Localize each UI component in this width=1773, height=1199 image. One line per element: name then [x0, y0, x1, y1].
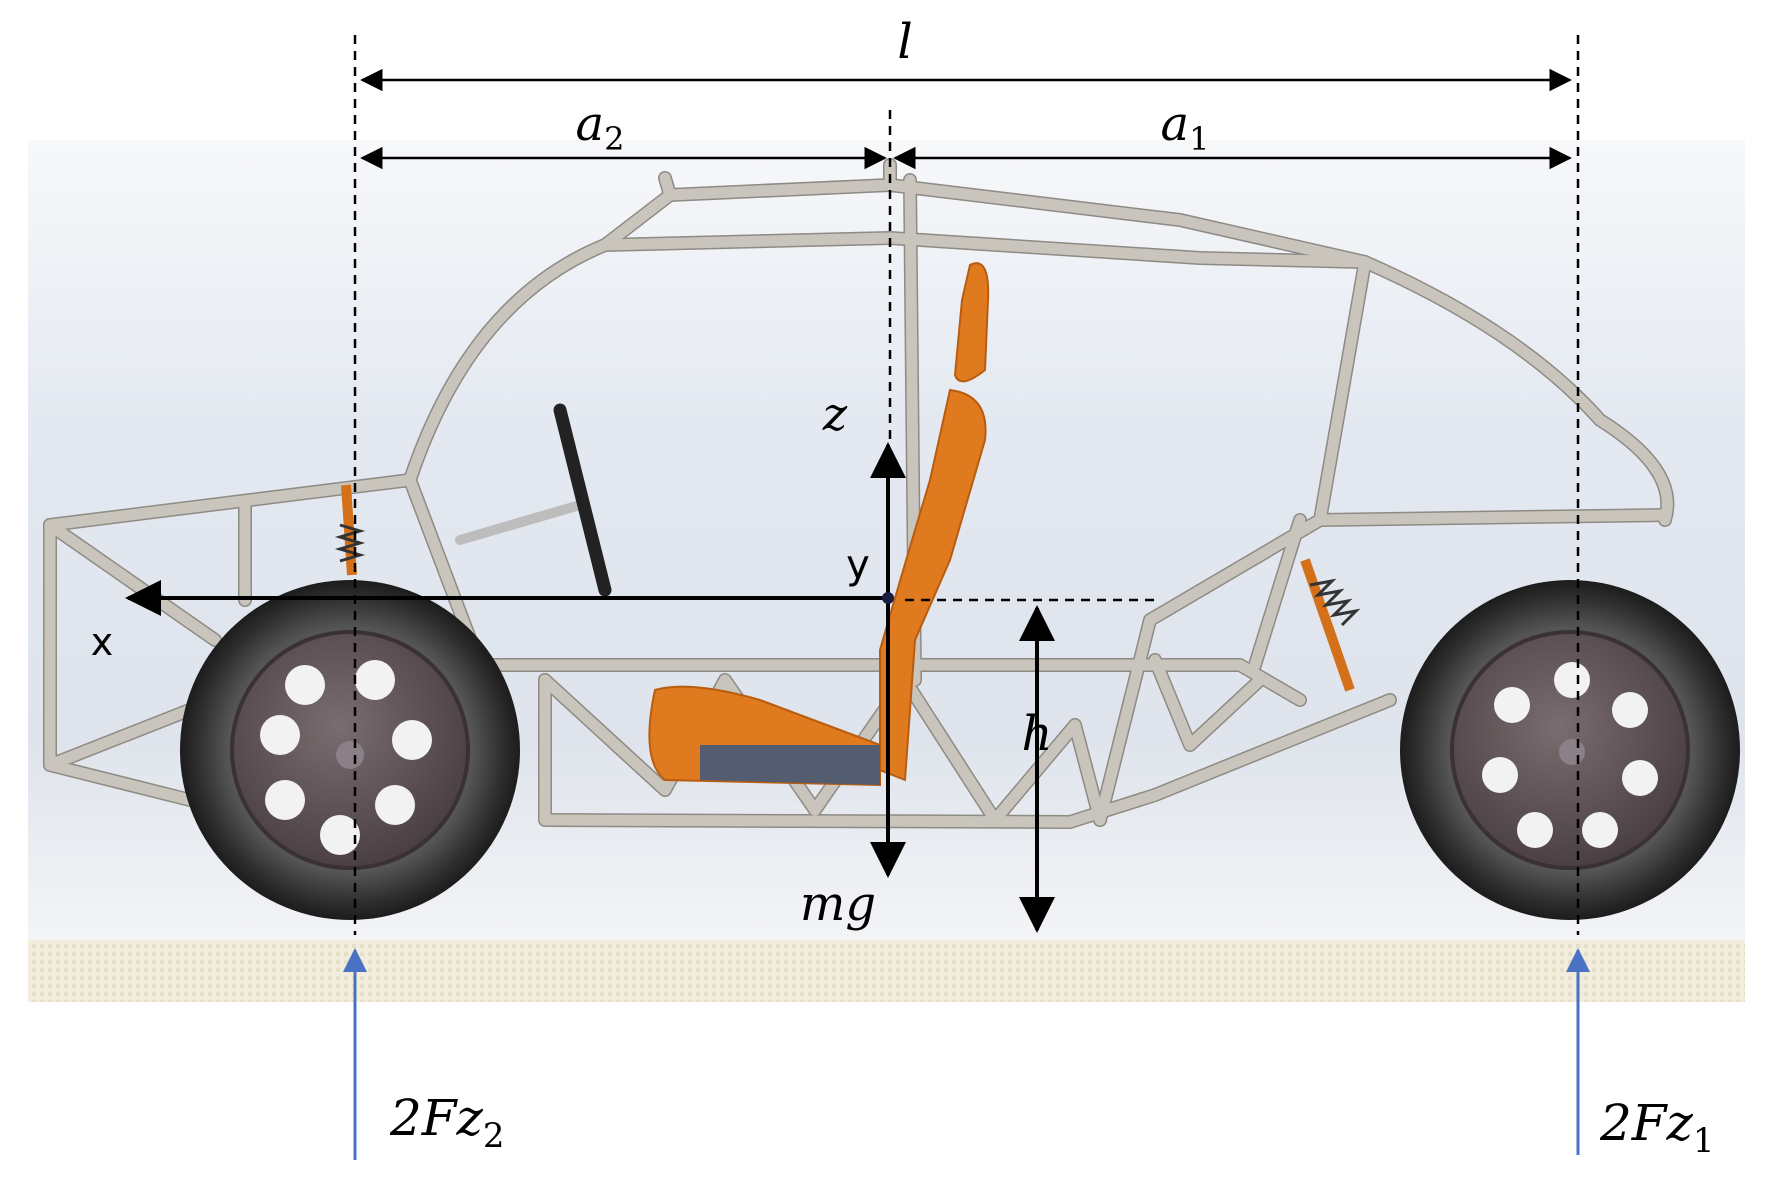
- front-wheel: [1400, 580, 1740, 920]
- ground-strip: [28, 940, 1745, 1002]
- y-axis-label: y: [846, 542, 870, 588]
- weight-label: mg: [800, 876, 876, 932]
- driver-seat: [648, 262, 990, 787]
- cg-height-label: h: [1022, 706, 1053, 762]
- rear-wheel: [180, 580, 520, 920]
- front-shock-absorber: [1300, 558, 1361, 692]
- z-axis-label: z: [822, 387, 848, 441]
- rear-shock-absorber: [334, 484, 366, 576]
- x-axis-label: x: [91, 620, 114, 664]
- steering-wheel: [455, 403, 612, 597]
- rear-normal-force-label: 2Fz2: [389, 1089, 505, 1156]
- a1-label: a1: [1161, 96, 1210, 158]
- center-of-gravity-point: [882, 592, 894, 604]
- front-normal-force-label: 2Fz1: [1599, 1094, 1715, 1161]
- wheelbase-label: l: [897, 14, 912, 70]
- a2-label: a2: [576, 96, 625, 158]
